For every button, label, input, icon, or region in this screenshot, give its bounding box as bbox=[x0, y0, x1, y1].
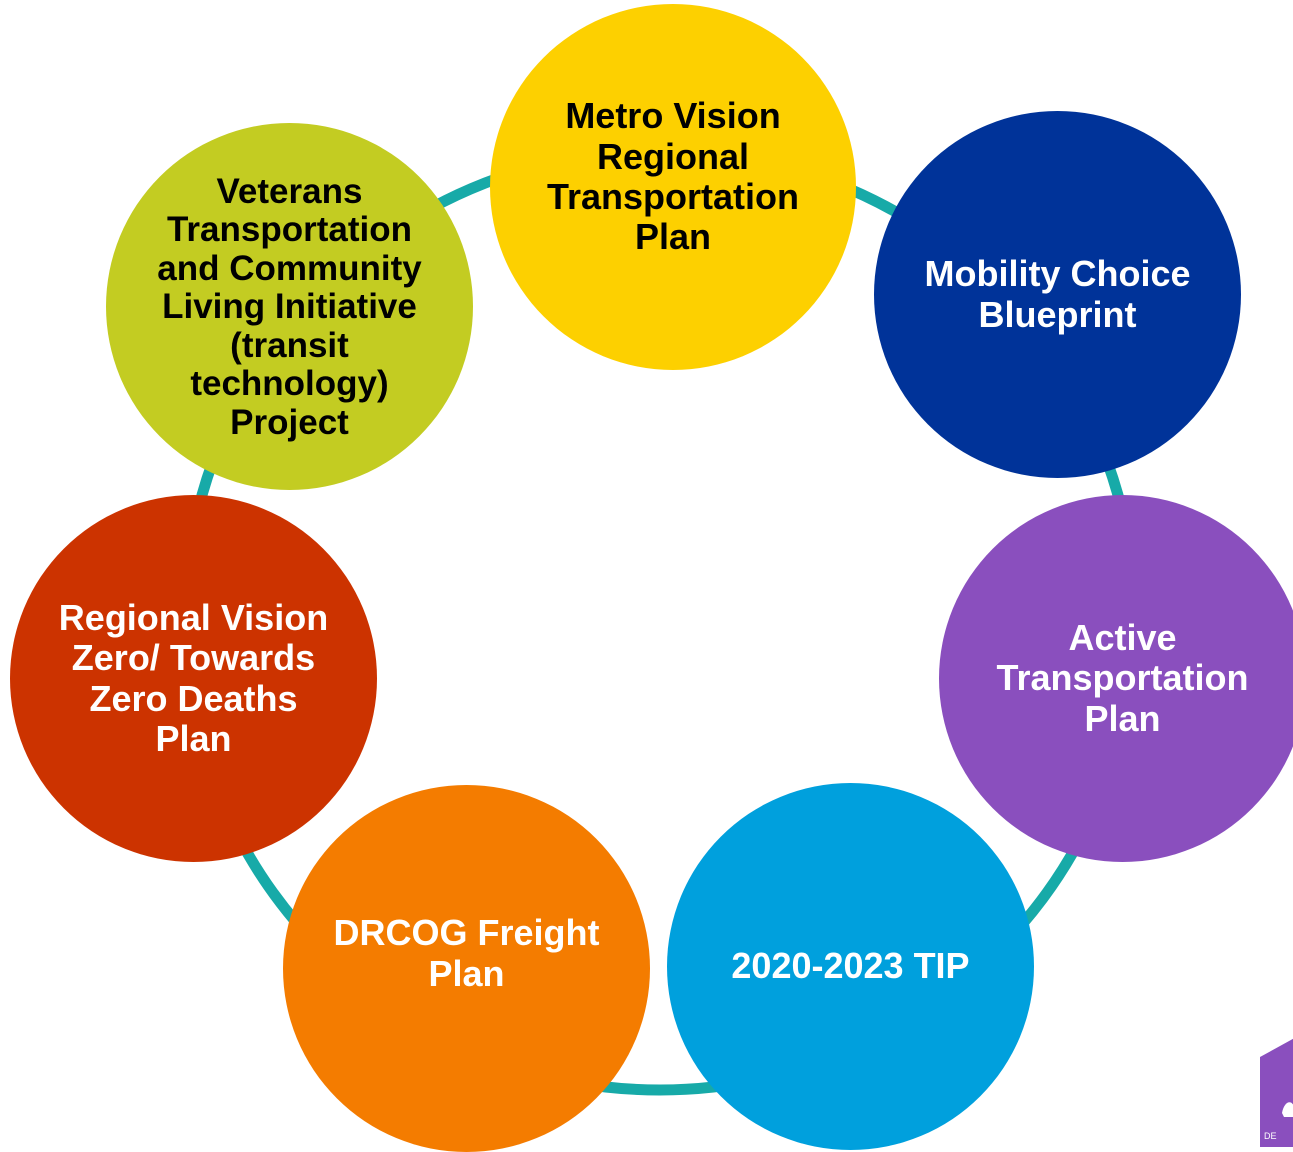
node-tip-label: 2020-2023 TIP bbox=[731, 945, 970, 987]
node-mobility-choice-blueprint: Mobility Choice Blueprint bbox=[874, 111, 1241, 478]
node-active-transportation-plan-label: Active Transportation Plan bbox=[996, 617, 1249, 739]
node-drcog-freight-plan: DRCOG Freight Plan bbox=[283, 785, 650, 1152]
node-veterans-transportation-initiative-label: Veterans Transportation and Community Li… bbox=[157, 171, 422, 442]
node-drcog-freight-plan-label: DRCOG Freight Plan bbox=[333, 912, 600, 994]
logo-text: DE bbox=[1264, 1131, 1277, 1141]
node-tip: 2020-2023 TIP bbox=[667, 783, 1034, 1150]
node-active-transportation-plan: Active Transportation Plan bbox=[939, 495, 1293, 862]
node-mobility-choice-blueprint-label: Mobility Choice Blueprint bbox=[924, 253, 1191, 335]
node-regional-vision-zero-plan-label: Regional Vision Zero/ Towards Zero Death… bbox=[58, 596, 329, 759]
node-metro-vision-rtp-label: Metro Vision Regional Transportation Pla… bbox=[546, 95, 800, 258]
node-regional-vision-zero-plan: Regional Vision Zero/ Towards Zero Death… bbox=[10, 495, 377, 862]
node-veterans-transportation-initiative: Veterans Transportation and Community Li… bbox=[106, 123, 473, 490]
drcog-logo-icon: DE bbox=[1260, 1038, 1293, 1147]
node-metro-vision-rtp: Metro Vision Regional Transportation Pla… bbox=[490, 4, 856, 370]
